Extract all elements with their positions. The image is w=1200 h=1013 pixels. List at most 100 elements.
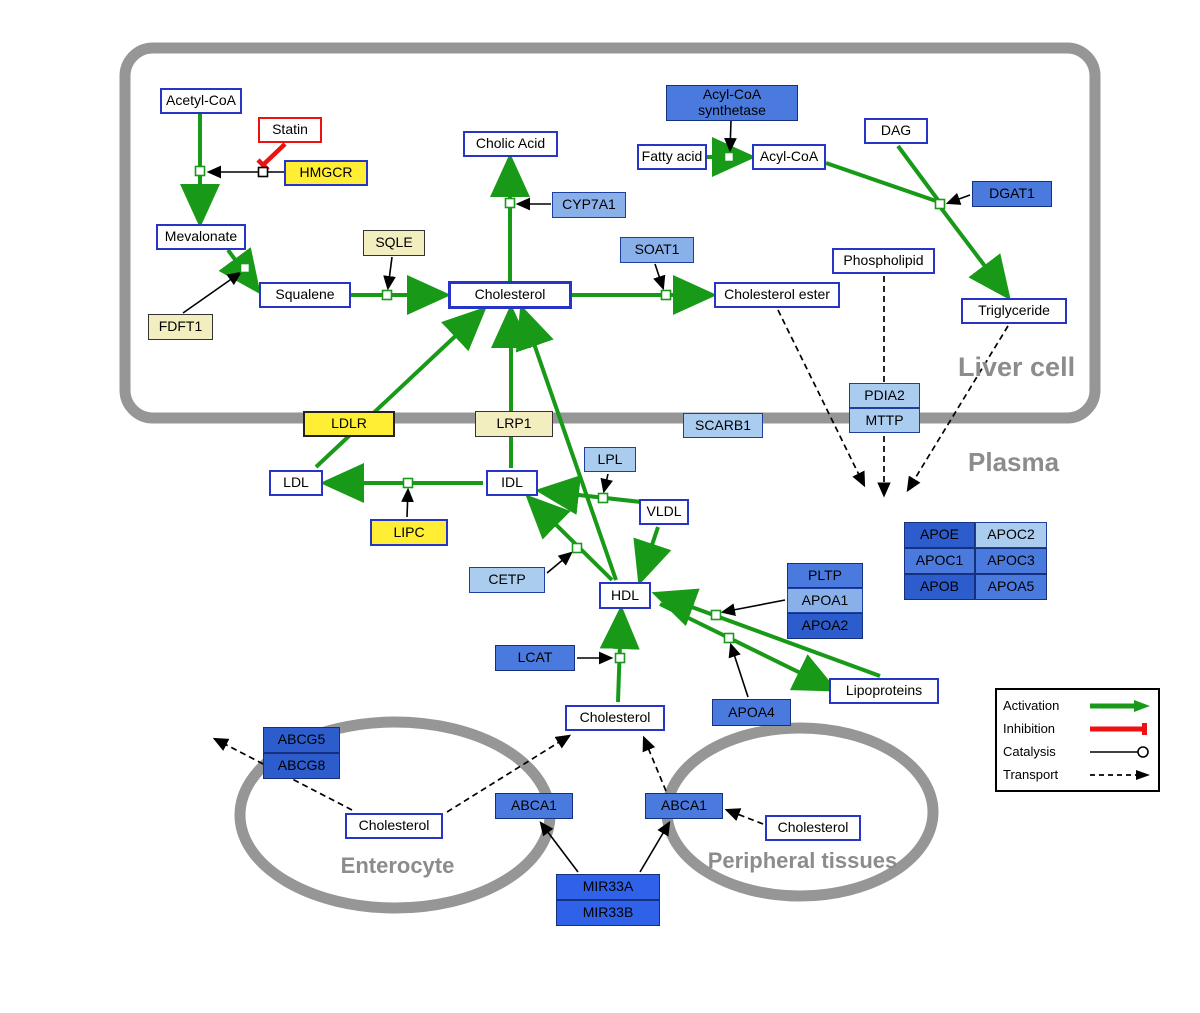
edge-cetp-catalysis [546, 551, 573, 574]
activation-edges [180, 114, 1011, 703]
peripheral-tissues-label: Peripheral tissues [707, 848, 898, 873]
edge-cholesterylester-plasma [777, 309, 866, 488]
node-vldl: VLDL [639, 499, 689, 525]
node-pltp: PLTP [787, 563, 863, 588]
legend-catalysis: Catalysis [1003, 741, 1152, 763]
edge-fdft1-catalysis [182, 271, 242, 314]
edge-hdl-cholesterol [515, 304, 618, 581]
node-acyl-coa-synthetase: Acyl-CoA synthetase [666, 85, 798, 121]
inhibition-tee-icon [1090, 722, 1147, 735]
edge-peripheral-cholesterol-abca1 [724, 808, 764, 825]
node-lipoproteins: Lipoproteins [829, 678, 939, 704]
edge-dgat1-catalysis [945, 192, 971, 205]
catalysis-edges [182, 120, 971, 873]
edge-statin-inhibition [262, 142, 287, 166]
node-mttp: MTTP [849, 408, 920, 433]
legend-inhibition-label: Inhibition [1003, 721, 1056, 736]
node-cholesterol-enterocyte: Cholesterol [345, 813, 443, 839]
node-cetp: CETP [469, 567, 545, 593]
edge-mir33-abca1-right [639, 820, 671, 873]
edge-lpl-catalysis [600, 473, 613, 494]
edge-pltp-apoa-catalysis [720, 599, 786, 617]
node-apoa1: APOA1 [787, 588, 863, 613]
transport-dashed-arrow-icon [1090, 769, 1150, 780]
edge-vldl-idl [535, 475, 651, 515]
node-apob: APOB [904, 574, 975, 600]
node-apoa4: APOA4 [712, 699, 791, 726]
node-cholic-acid: Cholic Acid [463, 131, 558, 157]
edge-apoa4-catalysis [728, 642, 749, 698]
node-hdl: HDL [599, 582, 651, 609]
legend-inhibition: Inhibition [1003, 718, 1152, 740]
node-acyl-coa: Acyl-CoA [752, 144, 826, 170]
legend: Activation Inhibition Catalysis Transpor… [995, 688, 1160, 792]
edge-triglyceride-plasma [906, 325, 1009, 493]
edge-dag-junction [896, 144, 940, 202]
node-apoa5: APOA5 [975, 574, 1047, 600]
node-triglyceride: Triglyceride [961, 298, 1067, 324]
plasma-label: Plasma [968, 447, 1060, 477]
node-lcat: LCAT [495, 645, 575, 671]
node-soat1: SOAT1 [620, 237, 694, 263]
liver-cell-membrane [119, 42, 1101, 424]
node-apoc2: APOC2 [975, 522, 1047, 548]
node-idl: IDL [486, 470, 538, 496]
node-lpl: LPL [584, 447, 636, 472]
node-acetyl-coa: Acetyl-CoA [160, 88, 242, 114]
edge-lipoproteins-hdl [651, 588, 881, 678]
edge-soat1-catalysis [653, 263, 666, 291]
node-apoe: APOE [904, 522, 975, 548]
edge-mir33-abca1-left [539, 821, 579, 873]
node-dgat1: DGAT1 [972, 181, 1052, 207]
edge-enterocyte-abcg-export [212, 737, 353, 811]
edge-lipc-catalysis [401, 487, 414, 518]
node-apoc1: APOC1 [904, 548, 975, 574]
edge-sqle-catalysis [383, 256, 396, 291]
node-lrp1: LRP1 [475, 411, 553, 437]
node-abcg5: ABCG5 [263, 727, 340, 753]
node-abca1-peripheral: ABCA1 [645, 793, 723, 819]
edge-enterocyte-cholesterol-hdl [446, 734, 572, 813]
node-dag: DAG [864, 118, 928, 144]
legend-activation-label: Activation [1003, 698, 1060, 713]
node-cholesterol-peripheral: Cholesterol [765, 815, 861, 841]
node-hmgcr: HMGCR [284, 160, 368, 186]
reaction-nodes [194, 151, 946, 664]
node-mir33b: MIR33B [556, 900, 660, 926]
transport-edges [212, 276, 1009, 825]
activation-arrow-icon [1090, 699, 1150, 712]
edge-abca1-cholesterol-hdl [642, 735, 667, 792]
node-statin: Statin [258, 117, 322, 143]
node-scarb1: SCARB1 [683, 413, 763, 438]
edge-hdl-idl [525, 494, 614, 582]
node-phospholipid: Phospholipid [832, 248, 935, 274]
edge-vldl-hdl [633, 526, 672, 586]
node-cholesterol-liver: Cholesterol [448, 281, 572, 309]
node-mir33a: MIR33A [556, 874, 660, 900]
node-cyp7a1: CYP7A1 [552, 192, 626, 218]
edge-hdl-lipoproteins [659, 602, 839, 692]
node-abca1-enterocyte: ABCA1 [495, 793, 573, 819]
edge-acylcoasynthetase-catalysis [724, 120, 737, 153]
node-sqle: SQLE [363, 230, 425, 256]
node-cholesterol-ester: Cholesterol ester [714, 282, 840, 308]
edge-ldl-cholesterol [314, 306, 487, 469]
node-ldl: LDL [269, 470, 323, 496]
inhibition-edge [256, 142, 287, 172]
legend-activation: Activation [1003, 695, 1152, 717]
node-ldlr: LDLR [303, 411, 395, 437]
node-pdia2: PDIA2 [849, 383, 920, 408]
node-mevalonate: Mevalonate [156, 224, 246, 250]
enterocyte-label: Enterocyte [340, 853, 455, 878]
legend-catalysis-label: Catalysis [1003, 744, 1056, 759]
node-abcg8: ABCG8 [263, 753, 340, 779]
legend-transport: Transport [1003, 764, 1152, 786]
node-apoc3: APOC3 [975, 548, 1047, 574]
catalysis-circle-icon [1090, 745, 1149, 758]
node-cholesterol-hdl: Cholesterol [565, 705, 665, 731]
edge-acylcoa-junction [825, 161, 937, 203]
legend-transport-label: Transport [1003, 767, 1059, 782]
node-apoa2: APOA2 [787, 613, 863, 639]
